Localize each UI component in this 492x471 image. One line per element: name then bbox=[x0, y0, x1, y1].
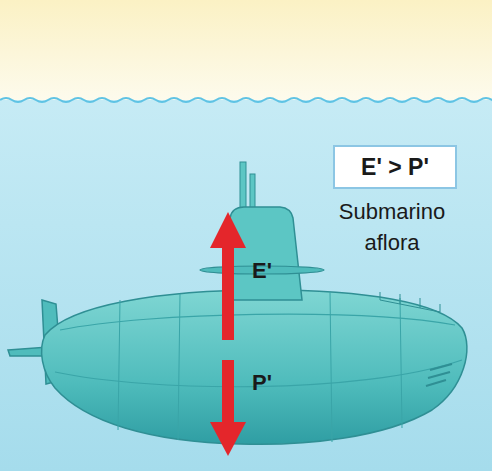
deck-rail bbox=[380, 292, 440, 312]
torpedo-doors bbox=[426, 364, 452, 386]
submarine-hull bbox=[42, 290, 467, 444]
hull-seams bbox=[118, 292, 402, 442]
water-surface bbox=[0, 98, 492, 102]
water bbox=[0, 100, 492, 471]
force-label: P' bbox=[240, 370, 284, 396]
condition-box: E' > P' bbox=[333, 145, 457, 189]
sky bbox=[0, 0, 492, 104]
periscope bbox=[240, 162, 246, 212]
caption-note: Submarino aflora bbox=[322, 196, 462, 258]
conning-tower bbox=[226, 207, 302, 300]
weight-arrow bbox=[222, 360, 234, 428]
buoyancy-arrowhead bbox=[210, 212, 246, 248]
weight-arrowhead bbox=[210, 422, 246, 456]
buoyancy-arrow bbox=[222, 242, 234, 340]
box-text: E' > P' bbox=[361, 154, 429, 181]
force-label: E' bbox=[240, 258, 284, 284]
